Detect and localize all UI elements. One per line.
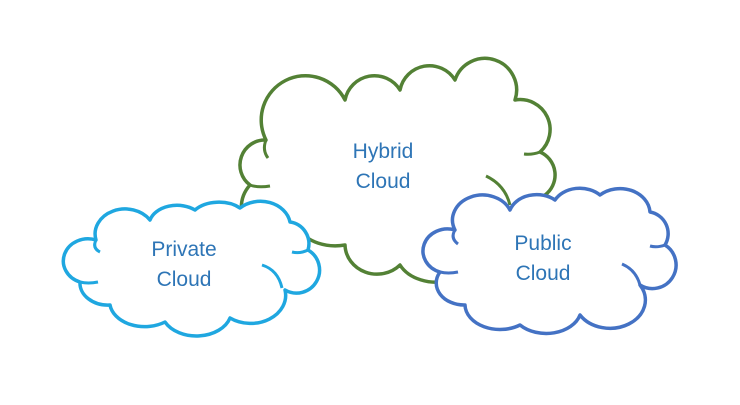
hybrid-cloud-fold — [523, 150, 541, 156]
hybrid-cloud-fold — [262, 139, 270, 159]
private-cloud: Private Cloud — [61, 199, 322, 338]
private-cloud-label-line2: Cloud — [157, 268, 212, 291]
public-cloud-fold — [451, 229, 459, 246]
public-cloud-outline — [421, 186, 678, 336]
public-cloud-fold — [649, 243, 666, 249]
public-cloud-fold — [621, 262, 642, 286]
private-cloud-outline — [61, 199, 322, 338]
private-cloud-fold — [291, 248, 309, 255]
public-cloud-label-line2: Cloud — [516, 262, 571, 285]
hybrid-cloud-label-line1: Hybrid — [353, 140, 414, 163]
private-cloud-fold — [79, 280, 99, 285]
hybrid-cloud-fold — [485, 174, 512, 206]
public-cloud-label-line1: Public — [514, 232, 571, 255]
private-cloud-fold — [93, 239, 101, 254]
public-cloud: Public Cloud — [421, 186, 678, 336]
private-cloud-fold — [261, 263, 284, 289]
private-cloud-label-line1: Private — [151, 238, 216, 261]
hybrid-cloud-label-line2: Cloud — [356, 170, 411, 193]
public-cloud-fold — [439, 270, 459, 275]
hybrid-cloud-fold — [249, 183, 271, 189]
